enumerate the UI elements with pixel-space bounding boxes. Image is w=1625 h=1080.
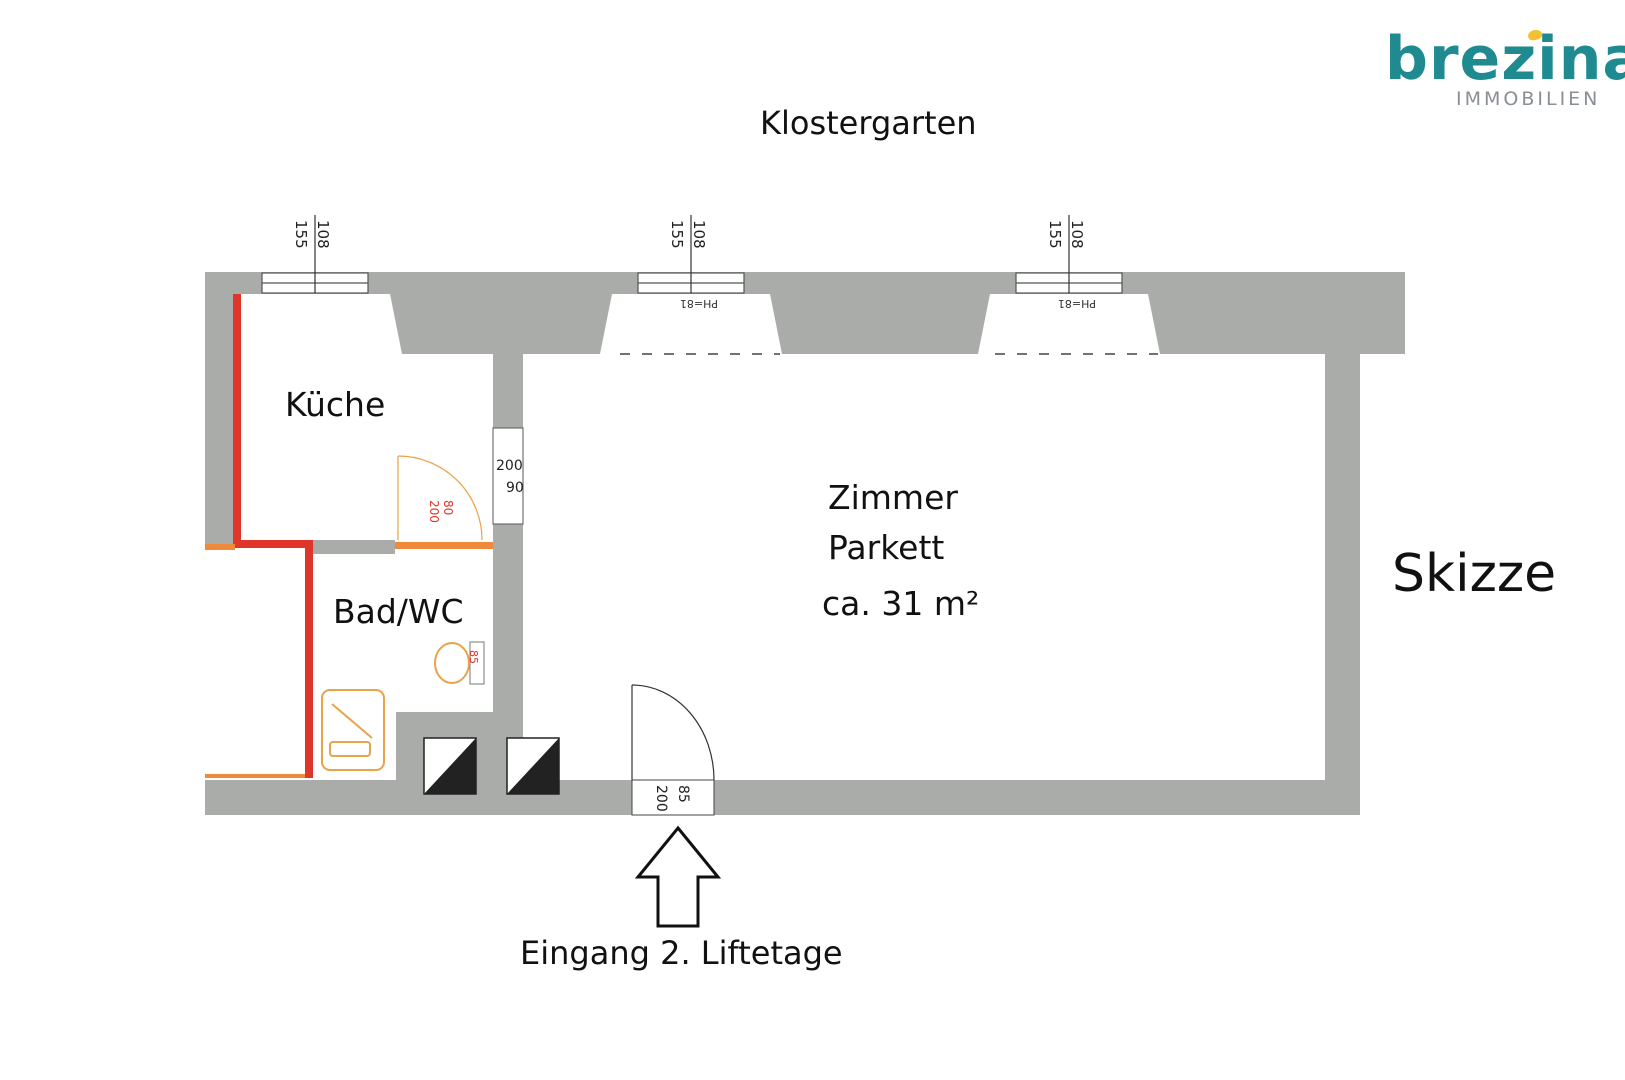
top-label: Klostergarten	[760, 104, 977, 142]
toilet-bowl-icon	[434, 642, 470, 684]
window-sill-labels: PH=81 PH=81	[680, 297, 1096, 310]
kitchen-label: Küche	[285, 385, 386, 424]
kitchen-door	[397, 455, 483, 541]
windows	[261, 215, 1123, 294]
window-3-height: 155	[1046, 220, 1064, 249]
shower-tray-icon	[321, 689, 385, 771]
red-wall-kitchen-bottom	[233, 540, 313, 548]
room-name-label: Zimmer	[828, 478, 958, 517]
room-floors	[240, 354, 1325, 780]
bath-fixtures	[321, 641, 485, 771]
shower-drain	[329, 741, 371, 757]
window-niche-3	[978, 294, 1160, 354]
entrance-label: Eingang 2. Liftetage	[520, 934, 843, 972]
wall-right	[1325, 354, 1360, 814]
kitchen-door-height: 200	[427, 500, 441, 523]
red-wall-kitchen-left	[233, 294, 241, 544]
inner-door-width: 90	[506, 480, 524, 496]
window-3-sill: PH=81	[1058, 297, 1096, 310]
window-1-height: 155	[292, 220, 310, 249]
brand-tagline: IMMOBILIEN	[1456, 88, 1601, 110]
inner-door-height: 200	[496, 458, 523, 474]
window-1-width: 108	[314, 220, 332, 249]
window-3-width: 108	[1068, 220, 1086, 249]
bath-fixture-dims: 85	[467, 650, 480, 664]
entrance-door: 85 200	[631, 684, 715, 816]
room-area-label: ca. 31 m²	[822, 584, 980, 623]
wall-top	[205, 272, 1405, 354]
orange-wall-kitchen-bath	[395, 542, 493, 549]
room-zimmer-floor	[523, 354, 1325, 780]
window-2-sill: PH=81	[680, 297, 718, 310]
window-niche-2	[600, 294, 782, 354]
entrance-door-height: 200	[653, 785, 669, 812]
new-walls	[233, 294, 313, 778]
bath-label: Bad/WC	[333, 592, 464, 631]
window-2-width: 108	[690, 220, 708, 249]
kitchen-door-dims: 80 200	[427, 500, 455, 523]
wall-bottom	[205, 780, 1360, 815]
orange-wall-left-stub	[205, 544, 235, 550]
inner-door: 200 90	[492, 427, 524, 525]
window-niche-1	[236, 294, 402, 354]
room-bath-floor	[313, 556, 493, 712]
orange-walls	[205, 542, 493, 778]
sketch-label: Skizze	[1392, 544, 1557, 604]
shaft-2-fill	[507, 738, 559, 794]
room-kitchen-floor	[240, 354, 493, 540]
window-dimension-labels: 108 155 108 155 108 155	[292, 220, 1086, 249]
bath-fixture-size: 85	[467, 650, 480, 664]
window-2-height: 155	[668, 220, 686, 249]
red-wall-bath-left	[305, 548, 313, 778]
entrance-opening	[631, 779, 715, 816]
entrance-door-width: 85	[675, 785, 691, 803]
shafts	[423, 737, 560, 795]
brand-name: brezina	[1385, 24, 1625, 94]
wall-partition	[493, 354, 523, 712]
inner-door-opening	[492, 427, 524, 525]
shaft-1-fill	[424, 738, 476, 794]
wall-kitchen-bath-grey	[313, 540, 395, 554]
window-niches	[236, 294, 1160, 354]
wall-left	[205, 354, 237, 544]
kitchen-door-width: 80	[441, 500, 455, 515]
orange-wall-bottom-left	[205, 774, 305, 778]
room-floor-label: Parkett	[828, 528, 945, 567]
entrance-arrow-icon	[634, 825, 722, 928]
